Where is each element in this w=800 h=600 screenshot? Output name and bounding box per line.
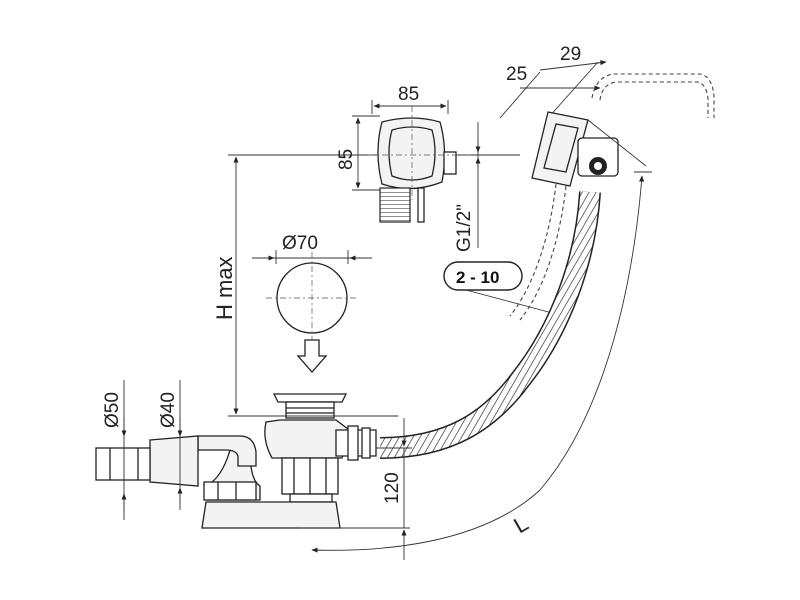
cap-diameter-dimension: Ø70 bbox=[252, 233, 372, 264]
d50-label: Ø50 bbox=[102, 392, 123, 428]
overflow-thread bbox=[379, 187, 411, 223]
height-120-dimension: 120 bbox=[376, 418, 412, 560]
d40-label: Ø40 bbox=[158, 392, 179, 428]
length-label: L bbox=[509, 510, 532, 538]
pop-up-cap bbox=[266, 252, 358, 344]
overflow-width-dimension: 85 bbox=[371, 84, 449, 114]
fill-spout bbox=[591, 73, 715, 118]
down-arrow-icon bbox=[296, 339, 328, 373]
dim-29-label: 29 bbox=[560, 44, 581, 65]
top-width-dimensions: 29 25 bbox=[499, 44, 607, 119]
overflow-width-label: 85 bbox=[398, 84, 419, 105]
drain-body bbox=[95, 393, 410, 529]
flex-hose bbox=[379, 183, 601, 459]
range-tag-label: 2 - 10 bbox=[456, 268, 499, 287]
h-max-label: H max bbox=[212, 256, 237, 320]
thread-label: G1/2" bbox=[454, 204, 475, 252]
thread-dimension: G1/2" bbox=[454, 122, 481, 252]
cap-diameter-label: Ø70 bbox=[282, 233, 318, 254]
overflow-connector bbox=[531, 111, 652, 187]
dim-25-label: 25 bbox=[506, 64, 527, 85]
overflow-height-label: 85 bbox=[336, 149, 357, 170]
outlet-diameter-dimensions: Ø50 Ø40 bbox=[102, 380, 183, 520]
overflow-height-dimension: 85 bbox=[336, 115, 380, 191]
h-max-dimension: H max bbox=[212, 154, 520, 417]
h120-label: 120 bbox=[382, 472, 403, 504]
